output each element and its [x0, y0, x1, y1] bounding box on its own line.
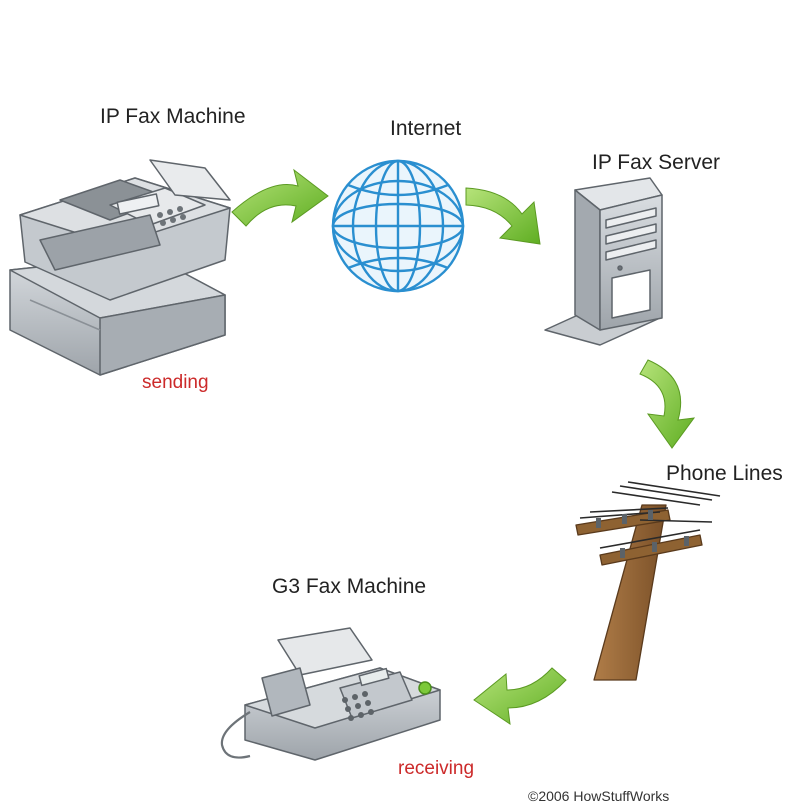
internet-label: Internet	[390, 117, 462, 140]
arrow-phone-lines-to-g3	[473, 667, 567, 726]
ip-fax-server-label: IP Fax Server	[592, 151, 720, 174]
utility-pole-icon	[575, 481, 721, 681]
sending-status: sending	[142, 372, 209, 393]
desk-fax-icon	[220, 627, 441, 761]
arrow-send-to-internet	[231, 168, 329, 227]
fax-printer-icon	[9, 159, 231, 376]
arrow-server-to-phone-lines	[639, 359, 696, 449]
g3-fax-machine-label: G3 Fax Machine	[272, 575, 427, 598]
globe-icon	[331, 159, 465, 293]
receiving-status: receiving	[398, 758, 475, 779]
arrow-internet-to-server	[465, 187, 541, 245]
ip-fax-machine-label: IP Fax Machine	[100, 105, 246, 128]
server-tower-icon	[544, 177, 663, 346]
copyright-notice: ©2006 HowStuffWorks	[528, 788, 670, 804]
phone-lines-label: Phone Lines	[666, 462, 783, 485]
